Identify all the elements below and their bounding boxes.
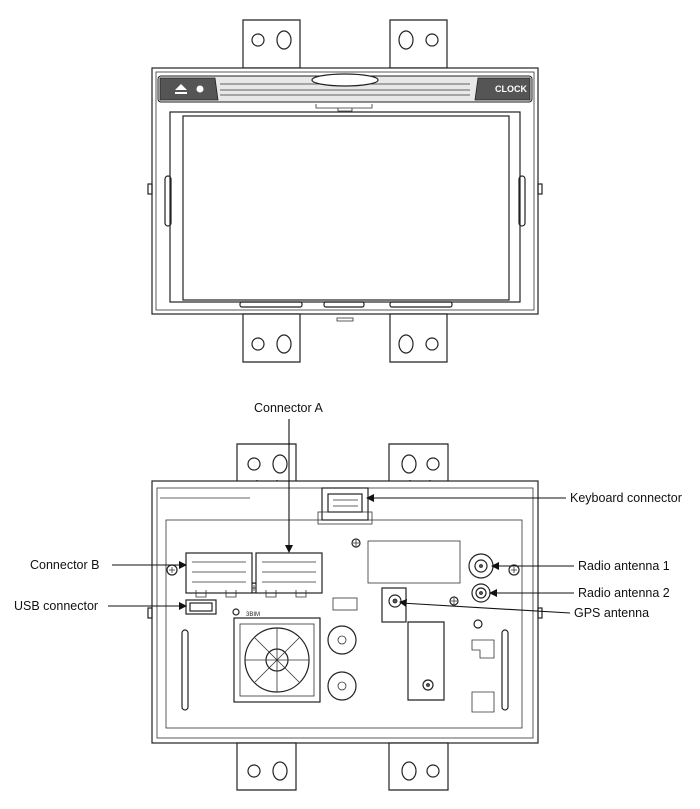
clock-button bbox=[474, 77, 531, 101]
front-bottom-bracket-right bbox=[389, 313, 448, 363]
connector-b bbox=[185, 552, 253, 598]
label-gps-antenna: GPS antenna bbox=[574, 606, 649, 620]
lower-bracket bbox=[407, 621, 445, 701]
gps-antenna-housing bbox=[381, 587, 407, 623]
label-radio-antenna-1: Radio antenna 1 bbox=[578, 559, 670, 573]
side-slot-left bbox=[164, 175, 172, 227]
label-keyboard-connector: Keyboard connector bbox=[570, 491, 682, 505]
front-view: CLOCK bbox=[147, 19, 543, 363]
usb-connector bbox=[185, 599, 217, 615]
round-plug-lower bbox=[327, 671, 357, 701]
round-plug-upper bbox=[327, 625, 357, 655]
gps-antenna bbox=[388, 594, 402, 608]
callout-line-gps-antenna bbox=[400, 602, 571, 614]
rear-bottom-bracket-left bbox=[236, 742, 297, 791]
front-bottom-bracket-left bbox=[242, 313, 301, 363]
label-connector-a: Connector A bbox=[254, 401, 323, 415]
display-bezel bbox=[169, 111, 521, 303]
rear-bottom-bracket-right bbox=[388, 742, 449, 791]
fan-label: 3BIM bbox=[246, 612, 260, 618]
rear-view: 3BIM bbox=[147, 443, 543, 791]
side-slot-right bbox=[518, 175, 526, 227]
rear-side-slot-left bbox=[181, 629, 189, 711]
eject-button bbox=[159, 77, 219, 101]
label-radio-antenna-2: Radio antenna 2 bbox=[578, 586, 670, 600]
cooling-fan: 3BIM bbox=[233, 612, 321, 703]
bottom-vent-center bbox=[323, 301, 365, 308]
front-button-strip: CLOCK bbox=[157, 73, 533, 103]
front-top-bracket-right bbox=[389, 19, 448, 69]
label-connector-b: Connector B bbox=[30, 558, 99, 572]
display-screen bbox=[182, 115, 510, 301]
bottom-vent-right bbox=[389, 301, 453, 308]
bottom-vent-left bbox=[239, 301, 303, 308]
label-usb-connector: USB connector bbox=[14, 599, 98, 613]
rear-side-slot-right bbox=[501, 629, 509, 711]
callouts: Connector A Keyboard connector Connector… bbox=[14, 401, 682, 620]
clock-button-label: CLOCK bbox=[495, 84, 527, 94]
small-clip bbox=[332, 597, 358, 611]
keyboard-connector bbox=[317, 487, 373, 525]
connector-a bbox=[255, 552, 323, 598]
front-top-bracket-left bbox=[242, 19, 301, 69]
eject-icon bbox=[175, 84, 187, 94]
label-plate bbox=[367, 540, 461, 584]
disc-slot bbox=[311, 73, 379, 87]
power-knob-icon bbox=[196, 85, 204, 93]
